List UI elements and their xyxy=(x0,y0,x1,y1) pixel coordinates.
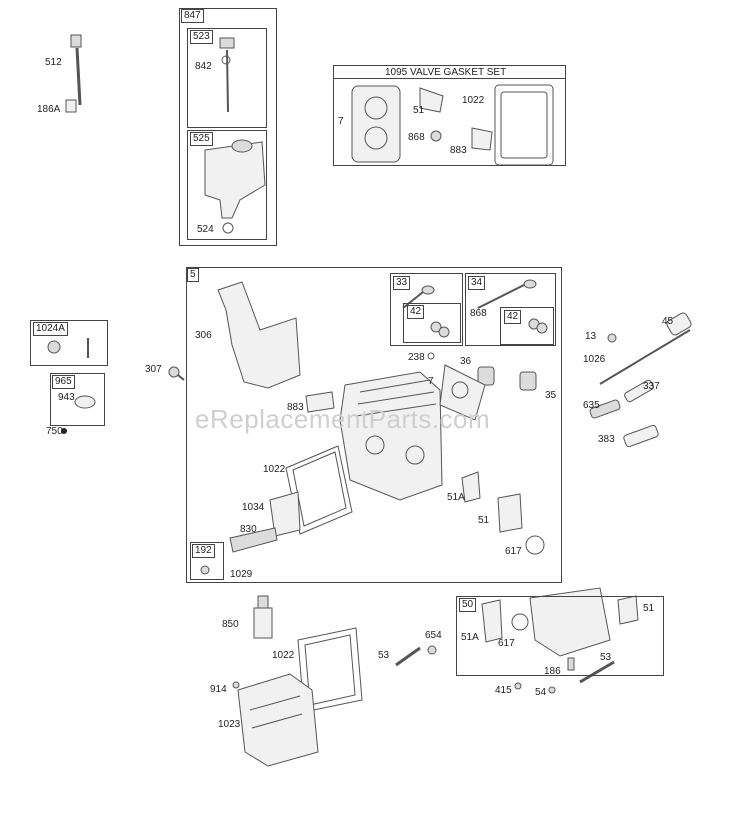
valve-parts xyxy=(402,279,548,338)
label-415: 415 xyxy=(495,685,512,696)
box-50 xyxy=(456,596,664,676)
label-914: 914 xyxy=(210,684,227,695)
label-337: 337 xyxy=(643,381,660,392)
label-51-head: 51 xyxy=(478,515,490,526)
label-524: 524 xyxy=(197,224,214,235)
label-868-gasket-set: 868 xyxy=(408,132,425,143)
label-617-manifold: 617 xyxy=(498,638,515,649)
label-830: 830 xyxy=(240,524,257,535)
label-45: 45 xyxy=(662,316,674,327)
box-34 xyxy=(465,273,556,346)
label-186: 186 xyxy=(544,666,561,677)
label-1022-head: 1022 xyxy=(263,464,286,475)
label-186A: 186A xyxy=(37,104,61,115)
valve-gasket-set-box xyxy=(333,65,566,166)
box-33-tag: 33 xyxy=(393,276,411,290)
box-50-tag: 50 xyxy=(459,598,477,612)
box-523-tag: 523 xyxy=(190,30,213,44)
box-42-right-tag: 42 xyxy=(504,310,522,324)
label-617-head: 617 xyxy=(505,546,522,557)
label-1022-gasket-set: 1022 xyxy=(462,95,485,106)
pushrod-parts xyxy=(589,312,692,448)
box-42-left-tag: 42 xyxy=(407,305,425,319)
label-750: 750 xyxy=(46,426,63,437)
label-36: 36 xyxy=(460,356,472,367)
box-5 xyxy=(186,267,562,583)
box-965-tag: 965 xyxy=(52,375,75,389)
intake-manifold-part xyxy=(481,587,639,694)
dipstick-tube-part xyxy=(65,34,82,113)
label-51A-manifold: 51A xyxy=(461,632,479,643)
label-512: 512 xyxy=(45,57,62,68)
label-943: 943 xyxy=(58,392,75,403)
governor-parts xyxy=(47,338,96,434)
label-51-manifold: 51 xyxy=(643,603,655,614)
label-238: 238 xyxy=(408,352,425,363)
box-847 xyxy=(179,8,277,246)
box-847-tag: 847 xyxy=(181,9,204,23)
valve-spring-parts xyxy=(427,352,537,391)
label-54: 54 xyxy=(535,687,547,698)
part-192 xyxy=(200,565,210,575)
stud-parts xyxy=(395,645,437,667)
box-42-right xyxy=(500,307,554,345)
label-306: 306 xyxy=(195,330,212,341)
label-1034: 1034 xyxy=(242,502,265,513)
box-5-tag: 5 xyxy=(187,268,199,282)
label-35: 35 xyxy=(545,390,557,401)
box-192-tag: 192 xyxy=(192,544,215,558)
label-383: 383 xyxy=(598,434,615,445)
label-842: 842 xyxy=(195,61,212,72)
breather-part xyxy=(229,527,278,553)
label-53-left: 53 xyxy=(378,650,390,661)
valve-cover-part xyxy=(232,673,319,767)
label-51A-head: 51A xyxy=(447,492,465,503)
label-1023: 1023 xyxy=(218,719,241,730)
plate-part xyxy=(269,491,301,537)
label-850: 850 xyxy=(222,619,239,630)
dipstick-part xyxy=(219,37,235,113)
label-654: 654 xyxy=(425,630,442,641)
box-34-tag: 34 xyxy=(468,276,486,290)
label-868-valve: 868 xyxy=(470,308,487,319)
label-635: 635 xyxy=(583,400,600,411)
watermark: eReplacementParts.com xyxy=(195,404,491,434)
label-1026: 1026 xyxy=(583,354,606,365)
label-883-gasket-set: 883 xyxy=(450,145,467,156)
cylinder-head-part xyxy=(339,371,443,501)
head-gasket-part xyxy=(439,364,486,421)
valve-gasket-set-header xyxy=(333,65,566,79)
label-51-gasket-set: 51 xyxy=(413,105,425,116)
box-523 xyxy=(187,28,267,128)
label-53-right: 53 xyxy=(600,652,612,663)
label-13: 13 xyxy=(585,331,597,342)
screw-part xyxy=(168,366,185,381)
box-1024A-tag: 1024A xyxy=(33,322,68,336)
label-1029: 1029 xyxy=(230,569,253,580)
gasket-883-part xyxy=(305,391,335,413)
intake-gaskets xyxy=(461,471,545,555)
box-965 xyxy=(50,373,105,426)
label-1022-cover: 1022 xyxy=(272,650,295,661)
label-883-head: 883 xyxy=(287,402,304,413)
valve-gasket-set-title: 1095 VALVE GASKET SET xyxy=(385,67,507,78)
box-1024A xyxy=(30,320,108,366)
box-42-left xyxy=(403,303,461,343)
box-33 xyxy=(390,273,463,346)
label-7-head: 7 xyxy=(428,376,434,387)
box-525-tag: 525 xyxy=(190,132,213,146)
breather-tube-part xyxy=(253,595,273,639)
air-shroud-part xyxy=(217,281,301,389)
label-307: 307 xyxy=(145,364,162,375)
valve-gasket-set-parts xyxy=(351,84,554,166)
label-7-gasket-set: 7 xyxy=(338,116,344,127)
box-192 xyxy=(190,542,224,580)
box-525 xyxy=(187,130,267,240)
oil-fill-tube-part xyxy=(204,139,266,234)
